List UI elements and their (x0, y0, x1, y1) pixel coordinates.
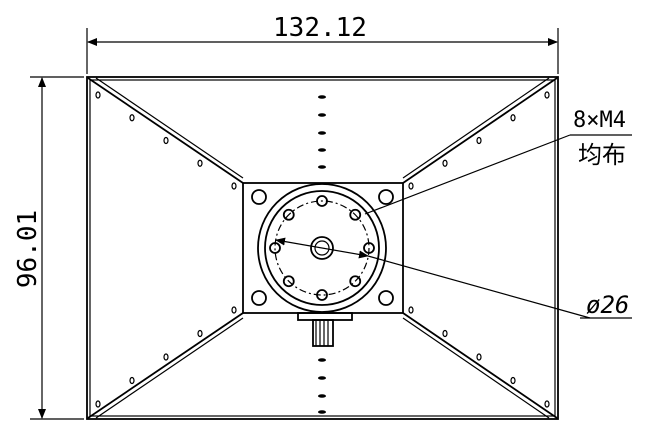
connector (297, 312, 353, 347)
rivet-hole (408, 306, 414, 314)
mount-corner-hole (251, 189, 267, 205)
rivet-hole (510, 114, 516, 122)
mount-corner-hole (378, 189, 394, 205)
bolt-hole (316, 195, 328, 207)
rivet-hole (95, 400, 101, 408)
rivet-hole (197, 329, 203, 338)
rivet-hole (442, 159, 448, 167)
rivet-hole (231, 182, 237, 190)
rivet-hole (544, 400, 550, 408)
hole-note-distribution: 均布 (578, 141, 626, 169)
rivet-hole (95, 91, 101, 99)
slot-hole (318, 394, 326, 398)
width-dimension-text: 132.12 (273, 13, 367, 43)
rivet-holes (95, 91, 550, 408)
rivet-hole (476, 353, 482, 361)
diameter-leader (367, 255, 591, 319)
height-dimension-text: 96.01 (13, 210, 43, 288)
rivet-hole (442, 329, 448, 338)
rivet-hole (510, 376, 516, 385)
hole-note-leader (364, 134, 571, 215)
bolt-hole (282, 208, 295, 221)
slot-hole (318, 148, 326, 152)
diameter-dimension-line (275, 237, 369, 259)
bolt-hole (282, 275, 295, 288)
slot-hole (318, 410, 326, 414)
hole-note-count: 8×M4 (573, 108, 626, 133)
rivet-hole (129, 376, 135, 385)
flange-inner-circle (264, 190, 380, 306)
rivet-hole (544, 91, 550, 99)
bolt-hole (316, 289, 328, 301)
width-dimension: 132.12 (86, 13, 559, 74)
rivet-hole (163, 353, 169, 361)
rivet-hole (231, 306, 237, 314)
slot-hole (318, 131, 326, 135)
mount-corner-hole (251, 290, 267, 306)
slot-hole (318, 113, 326, 117)
rivet-hole (476, 136, 482, 145)
slot-hole (318, 376, 326, 380)
plate-inner-edge (89, 79, 556, 417)
outer-plate-outline (86, 76, 559, 420)
flange-outer-circle (257, 183, 387, 313)
height-dimension: 96.01 (13, 76, 84, 420)
mount-corner-hole (378, 290, 394, 306)
rivet-hole (129, 114, 135, 122)
center-slots (318, 95, 326, 414)
diagonal-frame (87, 77, 558, 419)
slot-hole (318, 358, 326, 362)
bolt-hole (349, 275, 362, 288)
slot-hole (318, 165, 326, 169)
rivet-hole (408, 182, 414, 190)
bolt-circle (274, 200, 370, 296)
diameter-text: ø26 (586, 291, 629, 319)
bolt-hole (349, 208, 362, 221)
rivet-hole (197, 159, 203, 167)
slot-hole (318, 95, 326, 99)
rivet-hole (163, 136, 169, 145)
